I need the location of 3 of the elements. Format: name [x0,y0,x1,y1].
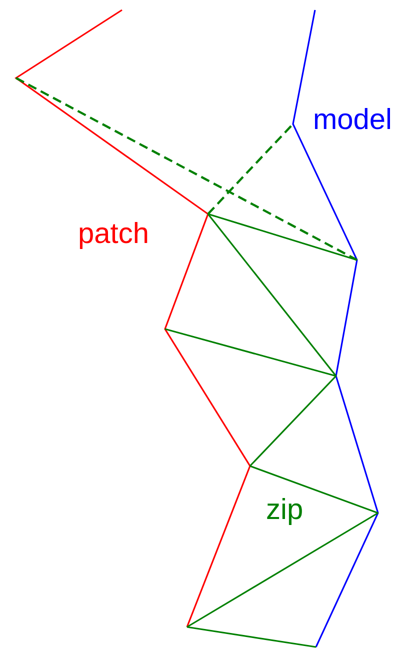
curve-label: patch [78,220,149,249]
curve-label: zip [266,496,304,525]
curve-label: model [313,106,392,135]
